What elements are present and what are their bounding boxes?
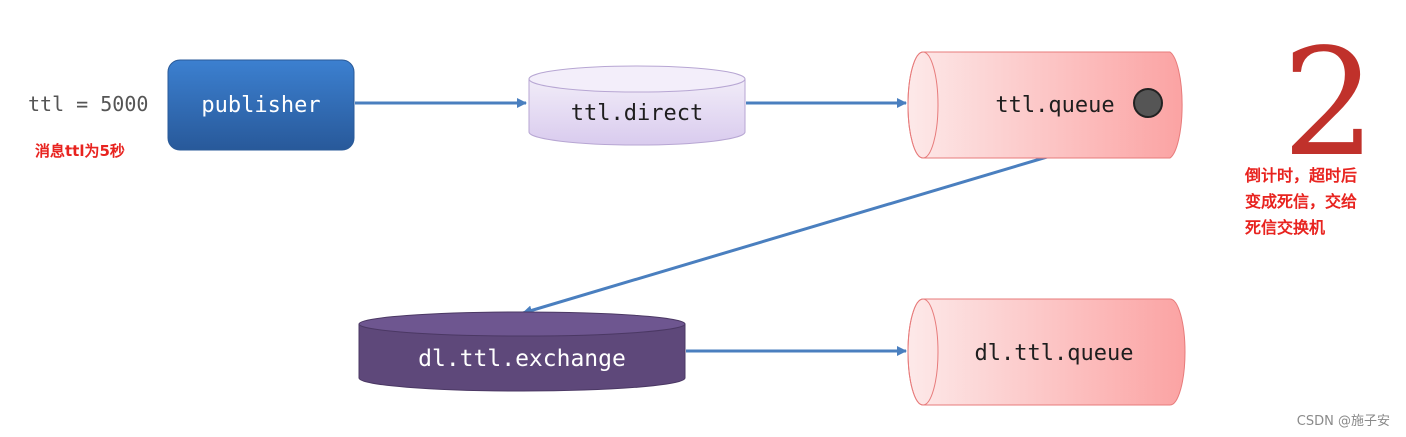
countdown-note-line: 死信交换机 [1245, 218, 1326, 237]
watermark: CSDN @施子安 [1296, 414, 1390, 429]
dl-ttl-exchange-label: dl.ttl.exchange [418, 346, 626, 372]
countdown-note: 倒计时，超时后 变成死信，交给 死信交换机 [1245, 163, 1395, 241]
dl-ttl-exchange-node: dl.ttl.exchange [358, 311, 686, 392]
dl-ttl-queue-label: dl.ttl.queue [975, 341, 1134, 366]
dl-ttl-queue-node: dl.ttl.queue [907, 298, 1186, 406]
publisher-node: publisher [167, 59, 355, 151]
ttl-queue-node: ttl.queue [907, 51, 1183, 159]
ttl-note: 消息ttl为5秒 [35, 142, 125, 160]
ttl-direct-exchange-node: ttl.direct [528, 65, 746, 146]
publisher-label: publisher [201, 93, 320, 118]
message-dot-icon [1133, 88, 1163, 118]
countdown-note-line: 变成死信，交给 [1245, 192, 1358, 211]
step-number: 2 [1282, 17, 1377, 189]
ttl-queue-label: ttl.queue [995, 93, 1114, 118]
countdown-note-line: 倒计时，超时后 [1245, 166, 1358, 185]
ttl-setting: ttl = 5000 [28, 92, 149, 116]
arrow-queue-to-dl-exchange [522, 155, 1048, 316]
ttl-direct-label: ttl.direct [571, 101, 703, 126]
